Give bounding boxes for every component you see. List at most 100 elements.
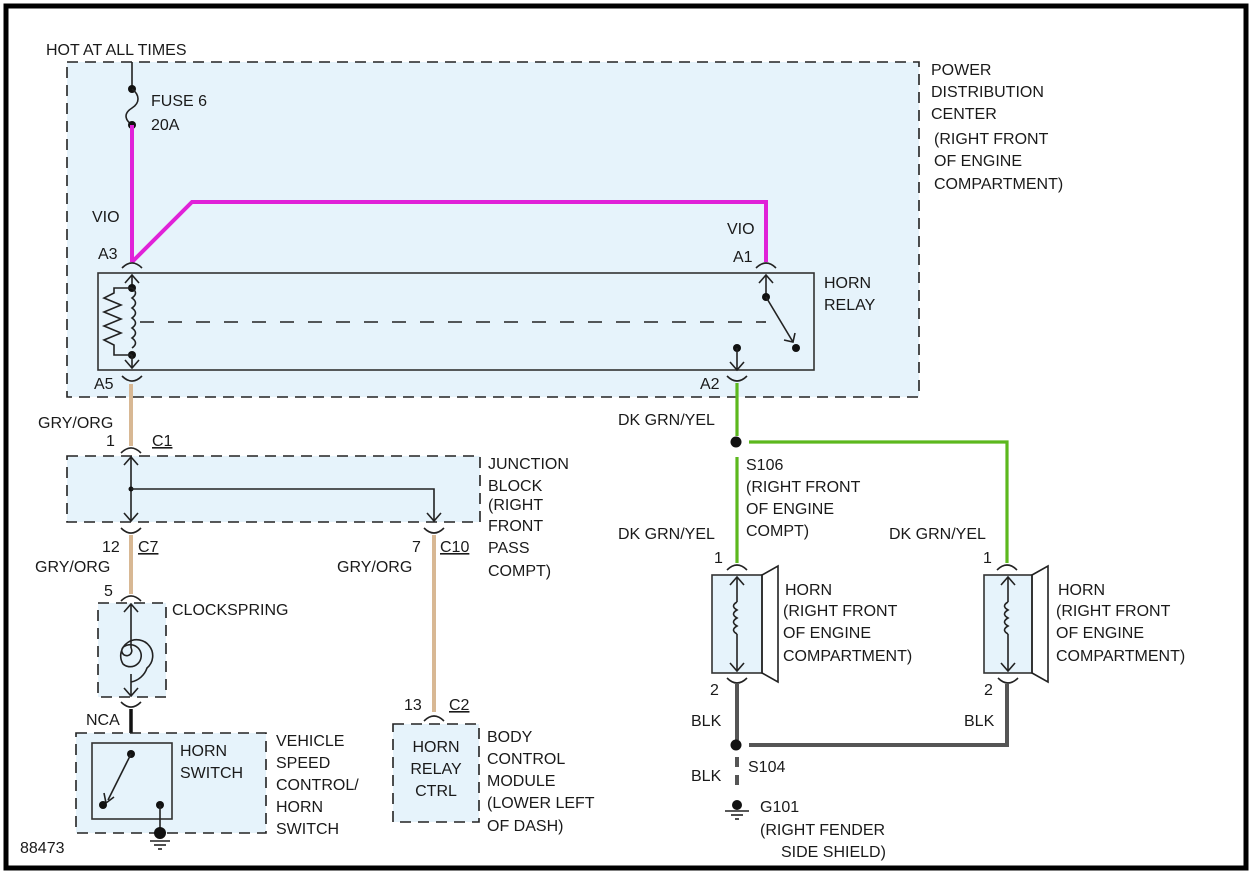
wire-label-vio-left: VIO bbox=[92, 209, 120, 226]
wire-label-dk-grn-yel-2: DK GRN/YEL bbox=[618, 526, 715, 543]
svg-text:VEHICLE: VEHICLE bbox=[276, 733, 344, 750]
wire-label-blk-3: BLK bbox=[691, 768, 722, 785]
wire-label-vio-right: VIO bbox=[727, 221, 755, 238]
svg-text:PASS: PASS bbox=[488, 540, 530, 557]
bcm-title: BODY CONTROL MODULE (LOWER LEFT OF DASH) bbox=[487, 729, 595, 835]
svg-text:S106: S106 bbox=[746, 457, 783, 474]
svg-text:(RIGHT FRONT: (RIGHT FRONT bbox=[1056, 603, 1171, 620]
ground-g101-location-2: SIDE SHIELD) bbox=[781, 844, 886, 861]
ground-g101-location-1: (RIGHT FENDER bbox=[760, 822, 885, 839]
horn-switch-inner-2: SWITCH bbox=[180, 765, 243, 782]
svg-text:JUNCTION: JUNCTION bbox=[488, 456, 569, 473]
horn-left-pin-1: 1 bbox=[714, 550, 723, 567]
horn-switch-title: VEHICLE SPEED CONTROL/ HORN SWITCH bbox=[276, 733, 359, 838]
pin-bcm-13: 13 bbox=[404, 697, 422, 714]
body-control-module bbox=[392, 723, 480, 823]
connector-clockspring-icon bbox=[120, 595, 142, 602]
relay-switch-icon bbox=[729, 273, 800, 372]
clockspring-icon bbox=[119, 602, 154, 698]
connector-c2-icon bbox=[423, 715, 445, 722]
horn-right-coil-icon bbox=[1000, 575, 1016, 673]
wire-label-blk-1: BLK bbox=[691, 713, 722, 730]
connector-c7: C7 bbox=[138, 539, 159, 556]
connector-c1: C1 bbox=[152, 433, 173, 450]
svg-text:COMPT): COMPT) bbox=[746, 523, 809, 540]
horn-switch-contact-icon bbox=[99, 750, 164, 832]
connector-a5-icon bbox=[121, 375, 143, 382]
wire-dk-grn-yel-right bbox=[749, 440, 1009, 563]
wire-label-dk-grn-yel-1: DK GRN/YEL bbox=[618, 412, 715, 429]
hot-at-all-times-label: HOT AT ALL TIMES bbox=[46, 42, 187, 59]
splice-s104-label: S104 bbox=[748, 759, 785, 776]
svg-text:CONTROL: CONTROL bbox=[487, 751, 565, 768]
splice-s106-dot bbox=[730, 436, 742, 448]
connector-a2-icon bbox=[726, 375, 748, 382]
relay-coil-icon bbox=[101, 273, 766, 370]
svg-text:(RIGHT: (RIGHT bbox=[488, 497, 543, 514]
wire-vio bbox=[130, 125, 768, 264]
connector-nca-icon bbox=[120, 701, 142, 708]
svg-text:COMPARTMENT): COMPARTMENT) bbox=[1056, 648, 1185, 665]
wire-label-nca: NCA bbox=[86, 712, 120, 729]
horn-right-pin-2: 2 bbox=[984, 682, 993, 699]
horn-left-pin-2: 2 bbox=[710, 682, 719, 699]
bcm-inner-2: RELAY bbox=[410, 761, 462, 778]
svg-text:DISTRIBUTION: DISTRIBUTION bbox=[931, 84, 1044, 101]
splice-s106-label: S106 (RIGHT FRONT OF ENGINE COMPT) bbox=[746, 457, 861, 540]
svg-text:(RIGHT FRONT: (RIGHT FRONT bbox=[934, 131, 1049, 148]
pin-a2: A2 bbox=[700, 376, 720, 393]
connector-c10: C10 bbox=[440, 539, 469, 556]
svg-text:(RIGHT FRONT: (RIGHT FRONT bbox=[783, 603, 898, 620]
svg-text:MODULE: MODULE bbox=[487, 773, 555, 790]
junction-block-title: JUNCTION BLOCK (RIGHT FRONT PASS COMPT) bbox=[488, 456, 569, 580]
svg-text:OF ENGINE: OF ENGINE bbox=[934, 153, 1022, 170]
horn-right-pin-1: 1 bbox=[983, 550, 992, 567]
svg-text:COMPARTMENT): COMPARTMENT) bbox=[934, 176, 1063, 193]
bcm-inner-3: CTRL bbox=[415, 783, 457, 800]
pin-clockspring-5: 5 bbox=[104, 583, 113, 600]
connector-c7-icon bbox=[120, 527, 142, 534]
pin-a1: A1 bbox=[733, 249, 753, 266]
clockspring-title: CLOCKSPRING bbox=[172, 602, 288, 619]
pdc-title: POWER DISTRIBUTION CENTER (RIGHT FRONT O… bbox=[931, 62, 1063, 193]
wire-blk-right bbox=[749, 684, 1009, 747]
ground-icon bbox=[150, 827, 170, 850]
connector-c10-icon bbox=[423, 527, 445, 534]
horn-relay-title-2: RELAY bbox=[824, 297, 876, 314]
svg-text:HORN: HORN bbox=[1058, 582, 1105, 599]
svg-text:BODY: BODY bbox=[487, 729, 533, 746]
svg-text:COMPT): COMPT) bbox=[488, 563, 551, 580]
connector-c1-icon bbox=[120, 447, 142, 454]
wire-label-gry-org-1: GRY/ORG bbox=[38, 415, 113, 432]
wire-label-dk-grn-yel-3: DK GRN/YEL bbox=[889, 526, 986, 543]
horn-left-coil-icon bbox=[729, 575, 745, 673]
connector-a1-icon bbox=[755, 262, 777, 269]
connector-a3-icon bbox=[121, 262, 143, 269]
svg-text:POWER: POWER bbox=[931, 62, 991, 79]
svg-text:SPEED: SPEED bbox=[276, 755, 330, 772]
svg-text:OF ENGINE: OF ENGINE bbox=[1056, 625, 1144, 642]
connector-c2: C2 bbox=[449, 697, 470, 714]
svg-text:SWITCH: SWITCH bbox=[276, 821, 339, 838]
pin-c7-12: 12 bbox=[102, 539, 120, 556]
svg-text:FRONT: FRONT bbox=[488, 518, 543, 535]
svg-text:(RIGHT FRONT: (RIGHT FRONT bbox=[746, 479, 861, 496]
svg-text:CONTROL/: CONTROL/ bbox=[276, 777, 359, 794]
svg-text:OF DASH): OF DASH) bbox=[487, 818, 563, 835]
pin-a3: A3 bbox=[98, 246, 118, 263]
wire-label-blk-2: BLK bbox=[964, 713, 995, 730]
wire-label-gry-org-3: GRY/ORG bbox=[337, 559, 412, 576]
fuse-rating: 20A bbox=[151, 117, 180, 134]
horn-right: 1 2 HORN (RIGHT FRONT OF ENGINE COMPARTM… bbox=[983, 550, 1185, 699]
svg-text:COMPARTMENT): COMPARTMENT) bbox=[783, 648, 912, 665]
svg-text:OF ENGINE: OF ENGINE bbox=[746, 501, 834, 518]
figure-id: 88473 bbox=[20, 840, 65, 857]
svg-text:CENTER: CENTER bbox=[931, 106, 997, 123]
pin-c1-1: 1 bbox=[106, 433, 115, 450]
wire-label-gry-org-2: GRY/ORG bbox=[35, 559, 110, 576]
pin-a5: A5 bbox=[94, 376, 114, 393]
svg-text:BLOCK: BLOCK bbox=[488, 478, 543, 495]
fuse-name: FUSE 6 bbox=[151, 93, 207, 110]
horn-left: 1 2 HORN (RIGHT FRONT OF ENGINE COMPARTM… bbox=[710, 550, 912, 699]
